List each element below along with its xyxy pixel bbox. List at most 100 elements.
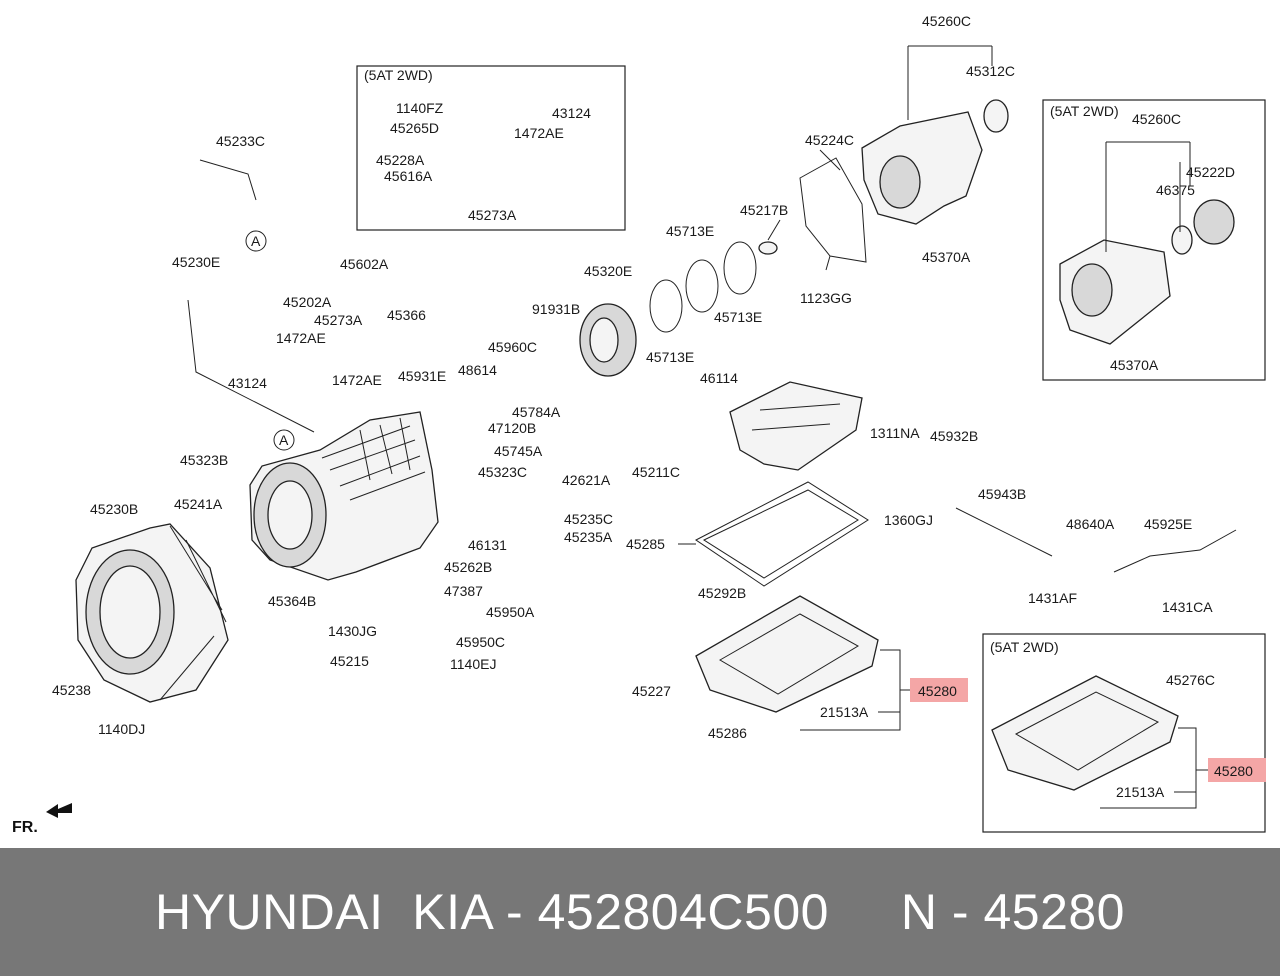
inset-box-top-title: (5AT 2WD) [364, 67, 433, 83]
label-45227: 45227 [632, 683, 671, 699]
label-45323C: 45323C [478, 464, 527, 480]
highlight-box-bg [1208, 758, 1266, 782]
label-1431AF: 1431AF [1028, 590, 1077, 606]
label-45280-main: 45280 [918, 683, 957, 699]
label-45230E: 45230E [172, 254, 220, 270]
label-45312C: 45312C [966, 63, 1015, 79]
label-45265D: 45265D [390, 120, 439, 136]
label-48640A: 48640A [1066, 516, 1115, 532]
label-1472AE-1: 1472AE [276, 330, 326, 346]
label-45241A: 45241A [174, 496, 223, 512]
label-45602A: 45602A [340, 256, 389, 272]
label-91931B: 91931B [532, 301, 580, 317]
label-45273A: 45273A [314, 312, 363, 328]
label-45323B: 45323B [180, 452, 228, 468]
marker-a-2-text: A [279, 432, 289, 448]
label-1123GG: 1123GG [800, 290, 852, 306]
dipstick-tube [199, 159, 1237, 573]
marker-a-2: A [273, 429, 295, 451]
label-45364B: 45364B [268, 593, 316, 609]
label-45960C: 45960C [488, 339, 537, 355]
inset-box-right: (5AT 2WD) [1042, 99, 1266, 381]
converter-housing [75, 523, 229, 703]
inset-box-right-title: (5AT 2WD) [1050, 103, 1119, 119]
label-45784A: 45784A [512, 404, 561, 420]
part-45280-highlight-box: 45280 [1208, 758, 1266, 782]
label-1140EJ: 1140EJ [450, 656, 496, 672]
inset-box-bottom-right: (5AT 2WD) [982, 633, 1266, 833]
label-1472AE-top: 1472AE [514, 125, 564, 141]
footer-banner: HYUNDAI KIA - 452804C500 N - 45280 [0, 848, 1280, 976]
label-46131: 46131 [468, 537, 507, 553]
label-1140DJ: 1140DJ [98, 721, 145, 737]
label-45273A-top: 45273A [468, 207, 517, 223]
inset-box-bottom-right-title: (5AT 2WD) [990, 639, 1059, 655]
label-45233C: 45233C [216, 133, 265, 149]
label-45320E: 45320E [584, 263, 632, 279]
highlight-main-bg [910, 678, 968, 702]
label-45276C: 45276C [1166, 672, 1215, 688]
label-45943B: 45943B [978, 486, 1026, 502]
label-45950A: 45950A [486, 604, 535, 620]
oil-pan-box [991, 675, 1179, 791]
label-45260C-box: 45260C [1132, 111, 1181, 127]
label-46114: 46114 [700, 370, 738, 386]
seal-rings [649, 241, 778, 333]
part-45280-highlight-main: 45280 [910, 678, 968, 702]
label-45280-box: 45280 [1214, 763, 1253, 779]
label-43124: 43124 [228, 375, 267, 391]
label-1430JG: 1430JG [328, 623, 377, 639]
label-46375: 46375 [1156, 182, 1195, 198]
label-45713E-2: 45713E [714, 309, 762, 325]
label-45224C: 45224C [805, 132, 854, 148]
label-45222D: 45222D [1186, 164, 1235, 180]
footer-text: HYUNDAI KIA - 452804C500 N - 45280 [155, 884, 1125, 940]
label-45230B: 45230B [90, 501, 138, 517]
label-45260C-top: 45260C [922, 13, 971, 29]
label-45932B: 45932B [930, 428, 978, 444]
leader-lines [187, 45, 1208, 809]
label-45931E: 45931E [398, 368, 446, 384]
label-1360GJ: 1360GJ [884, 512, 933, 528]
label-45713E-1: 45713E [666, 223, 714, 239]
label-45202A: 45202A [283, 294, 332, 310]
label-1431CA: 1431CA [1162, 599, 1213, 615]
label-45262B: 45262B [444, 559, 492, 575]
label-45238: 45238 [52, 682, 91, 698]
label-21513A-main: 21513A [820, 704, 869, 720]
label-45925E: 45925E [1144, 516, 1192, 532]
pan-gasket [695, 481, 869, 587]
extension-housing-box [1059, 199, 1235, 345]
label-42621A: 42621A [562, 472, 611, 488]
label-45366: 45366 [387, 307, 426, 323]
extension-housing [861, 99, 1009, 225]
label-47120B: 47120B [488, 420, 536, 436]
label-45217B: 45217B [740, 202, 788, 218]
label-1472AE-2: 1472AE [332, 372, 382, 388]
label-21513A-box: 21513A [1116, 784, 1165, 800]
label-45616A: 45616A [384, 168, 433, 184]
label-48614: 48614 [458, 362, 497, 378]
label-1140FZ: 1140FZ [396, 100, 444, 116]
oil-pump [579, 303, 637, 377]
marker-a-1: A [245, 230, 267, 252]
label-43124-top: 43124 [552, 105, 591, 121]
label-1311NA: 1311NA [870, 425, 920, 441]
direction-arrow-icon [46, 803, 72, 818]
label-45285: 45285 [626, 536, 665, 552]
direction-label: FR. [12, 819, 38, 836]
label-47387: 47387 [444, 583, 483, 599]
parts-diagram: (5AT 2WD) (5AT 2WD) (5AT 2WD) [12, 13, 1266, 836]
label-45370A-box: 45370A [1110, 357, 1159, 373]
label-45292B: 45292B [698, 585, 746, 601]
valve-body [729, 381, 863, 471]
label-45211C: 45211C [632, 464, 680, 480]
label-45235A: 45235A [564, 529, 613, 545]
label-45215: 45215 [330, 653, 369, 669]
label-45950C: 45950C [456, 634, 505, 650]
oil-pan-main [695, 595, 879, 713]
label-45235C: 45235C [564, 511, 613, 527]
label-45713E-3: 45713E [646, 349, 694, 365]
label-45286: 45286 [708, 725, 747, 741]
transmission-case [249, 411, 439, 581]
